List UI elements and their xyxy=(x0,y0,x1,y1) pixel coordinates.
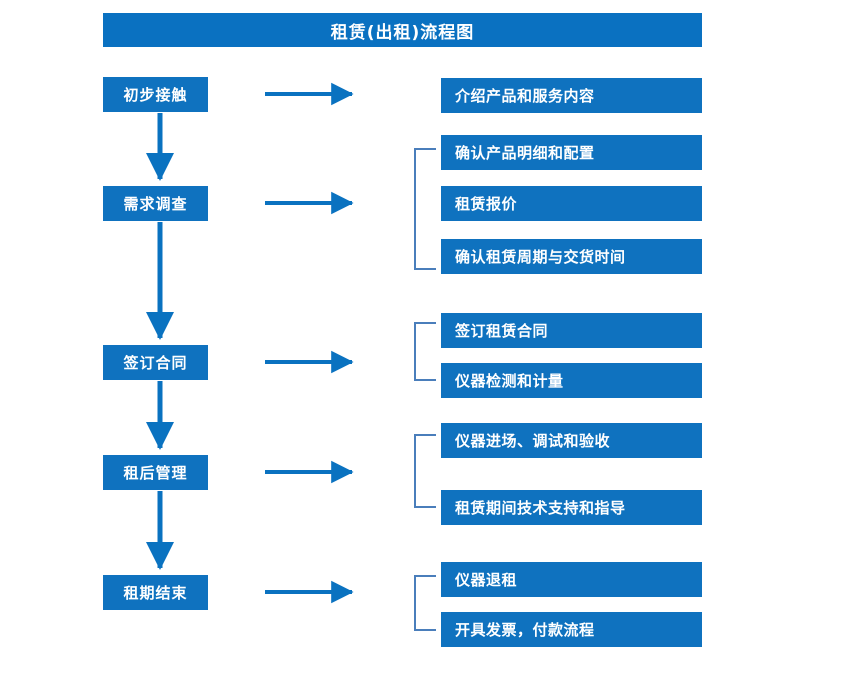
stage-label: 需求调查 xyxy=(123,195,188,213)
stage-label: 租期结束 xyxy=(123,584,188,602)
detail-label: 开具发票，付款流程 xyxy=(455,621,595,639)
bracket-group-2 xyxy=(414,148,436,270)
detail-label: 仪器进场、调试和验收 xyxy=(455,432,611,450)
detail-box-confirm-period-delivery[interactable]: 确认租赁周期与交货时间 xyxy=(441,239,702,274)
bracket-group-4 xyxy=(414,434,436,508)
detail-box-introduce-products[interactable]: 介绍产品和服务内容 xyxy=(441,78,702,113)
detail-label: 确认租赁周期与交货时间 xyxy=(455,248,626,266)
detail-box-confirm-spec-config[interactable]: 确认产品明细和配置 xyxy=(441,135,702,170)
detail-label: 仪器退租 xyxy=(455,571,518,589)
stage-box-needs-survey[interactable]: 需求调查 xyxy=(103,186,208,221)
detail-box-rental-quote[interactable]: 租赁报价 xyxy=(441,186,702,221)
stage-label: 签订合同 xyxy=(123,354,188,372)
detail-label: 确认产品明细和配置 xyxy=(455,144,595,162)
detail-box-instrument-onsite-commissioning[interactable]: 仪器进场、调试和验收 xyxy=(441,423,702,458)
detail-label: 仪器检测和计量 xyxy=(455,372,564,390)
detail-label: 租赁期间技术支持和指导 xyxy=(455,499,626,517)
stage-label: 租后管理 xyxy=(123,464,188,482)
bracket-group-3 xyxy=(414,322,436,381)
stage-box-rental-end[interactable]: 租期结束 xyxy=(103,575,208,610)
horizontal-arrows xyxy=(265,82,354,604)
detail-box-invoice-payment[interactable]: 开具发票，付款流程 xyxy=(441,612,702,647)
detail-box-instrument-return[interactable]: 仪器退租 xyxy=(441,562,702,597)
page-title: 租赁(出租)流程图 xyxy=(103,13,702,47)
detail-box-technical-support[interactable]: 租赁期间技术支持和指导 xyxy=(441,490,702,525)
detail-box-sign-rental-contract[interactable]: 签订租赁合同 xyxy=(441,313,702,348)
stage-box-sign-contract[interactable]: 签订合同 xyxy=(103,345,208,380)
detail-label: 介绍产品和服务内容 xyxy=(455,87,595,105)
stage-box-post-rental-management[interactable]: 租后管理 xyxy=(103,455,208,490)
bracket-group-5 xyxy=(414,575,436,631)
stage-box-initial-contact[interactable]: 初步接触 xyxy=(103,77,208,112)
detail-label: 租赁报价 xyxy=(455,195,518,213)
detail-box-instrument-inspection[interactable]: 仪器检测和计量 xyxy=(441,363,702,398)
detail-label: 签订租赁合同 xyxy=(455,322,549,340)
stage-label: 初步接触 xyxy=(123,86,188,104)
